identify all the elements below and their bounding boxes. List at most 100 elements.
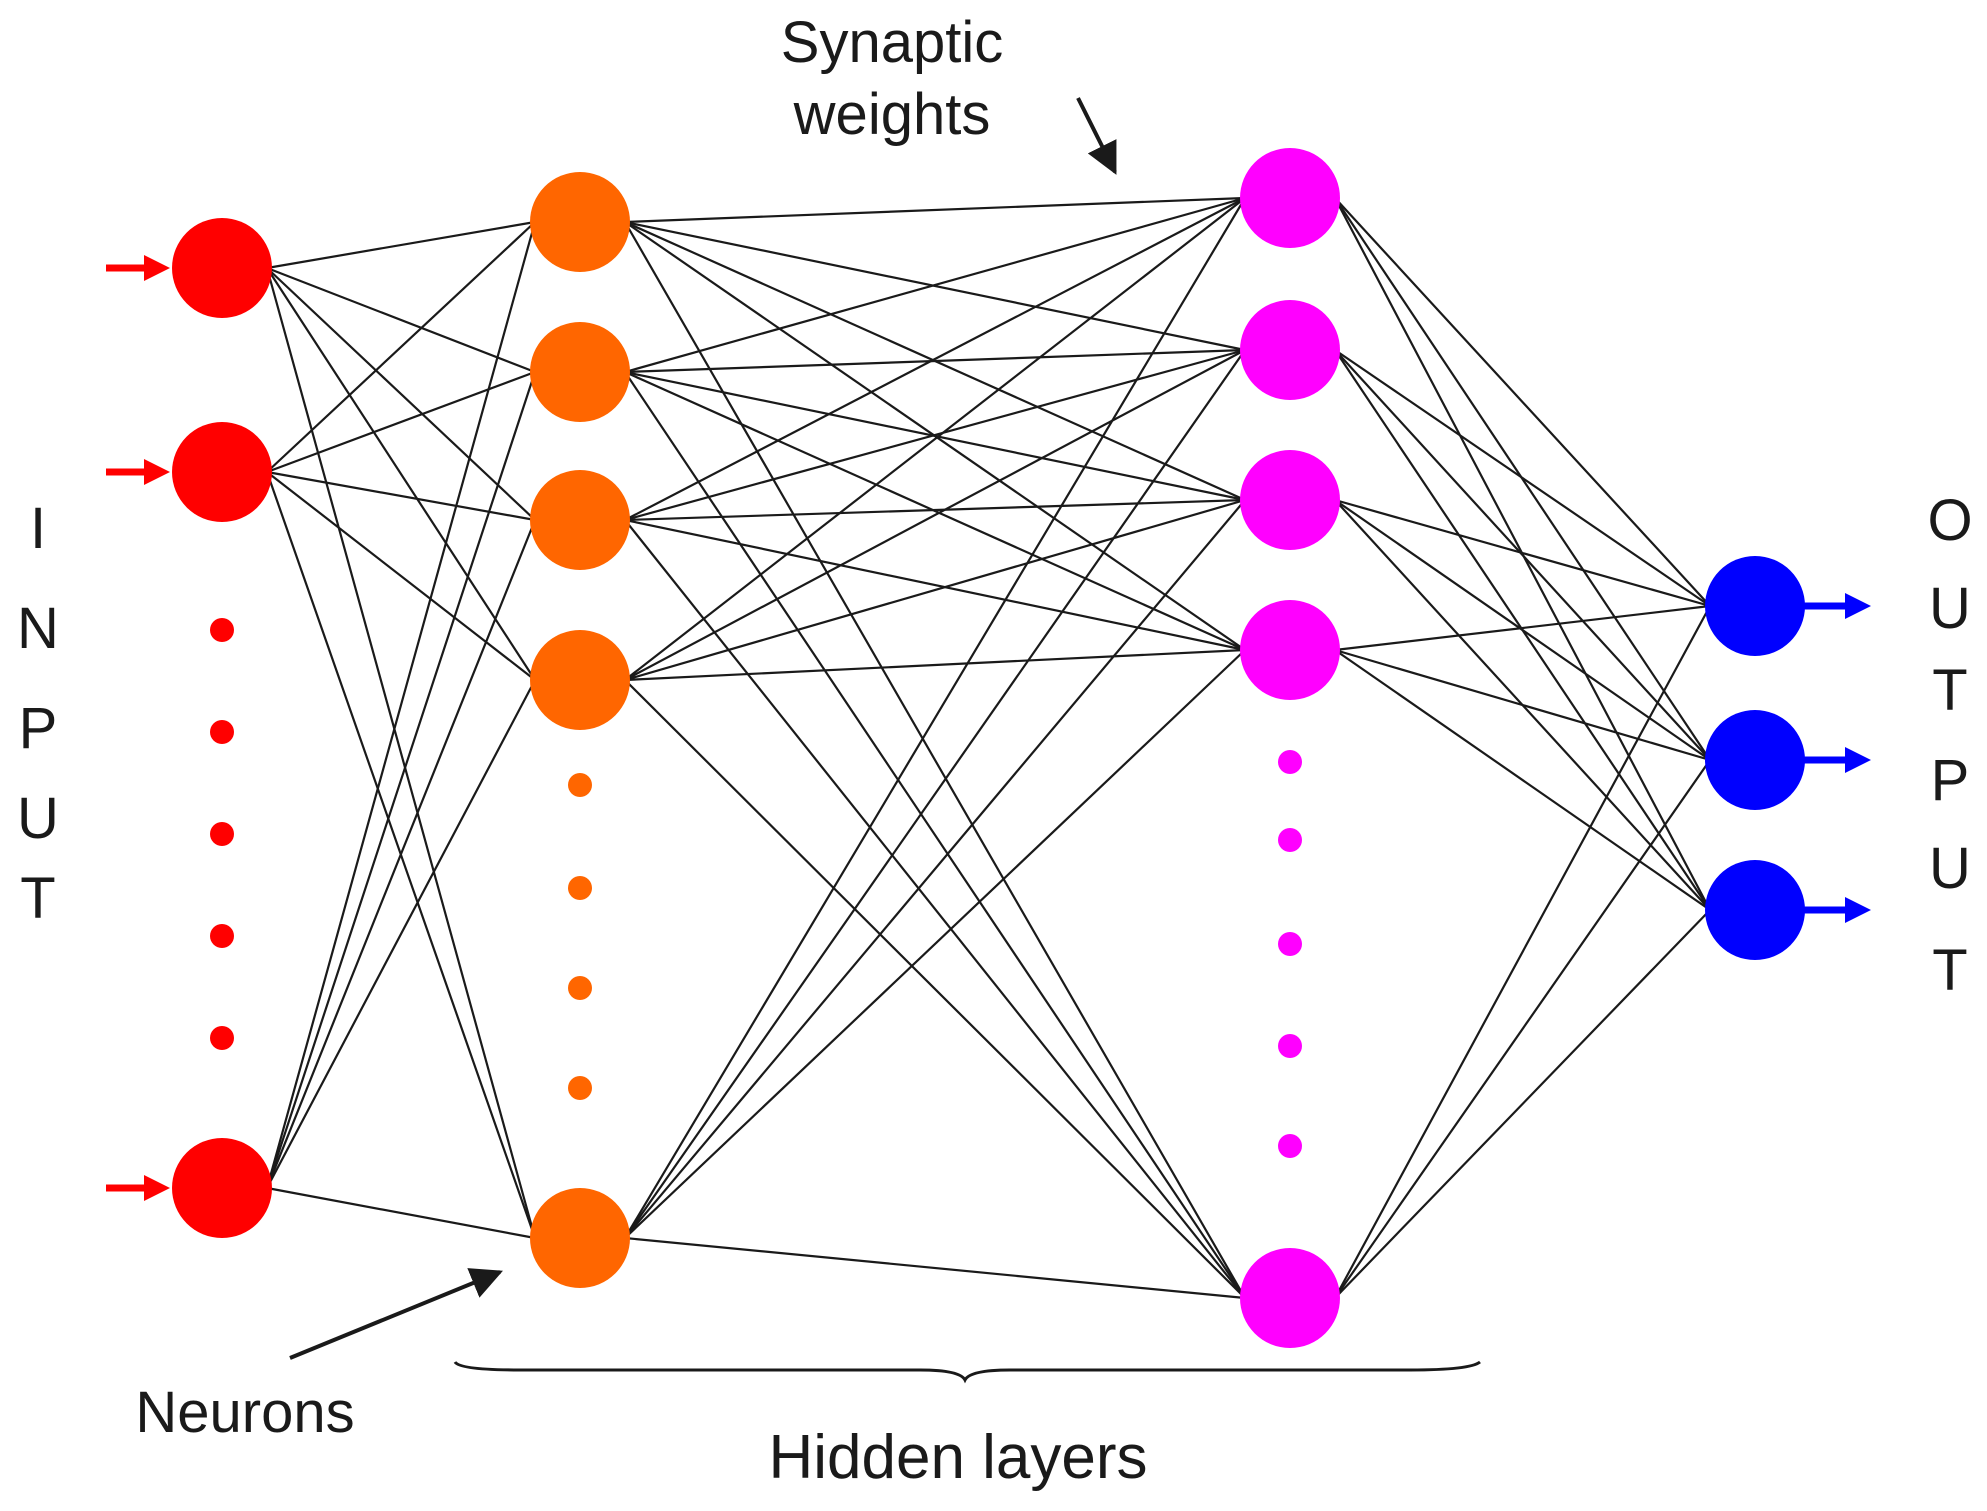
- synapse-edge: [266, 220, 536, 270]
- synapse-edge: [624, 221, 1246, 1299]
- hidden1-ellipsis-dot: [568, 1076, 592, 1100]
- input-letter: U: [17, 786, 59, 851]
- synapse-edge: [265, 221, 537, 1189]
- synapse-edge: [624, 519, 1246, 1299]
- hidden-layers-brace: [453, 1360, 1481, 1384]
- input-label: I N P U T: [17, 496, 59, 931]
- hidden1-neuron: [530, 322, 630, 422]
- synapse-edge: [624, 348, 1246, 522]
- hidden2-neuron: [1240, 148, 1340, 248]
- synapse-edge: [624, 197, 1246, 1239]
- synapse-edge: [266, 679, 536, 1189]
- synapse-edge: [266, 267, 536, 521]
- ellipsis-dots: [210, 618, 1302, 1158]
- synaptic-weights-label-line1: Synaptic: [781, 10, 1003, 75]
- input-letter: T: [20, 866, 55, 931]
- synapse-edge: [624, 649, 1246, 1239]
- hidden1-neuron: [530, 1188, 630, 1288]
- output-label: O U T P U T: [1927, 488, 1972, 1003]
- hidden-layers-label: Hidden layers: [768, 1423, 1147, 1492]
- synapse-edge: [624, 196, 1246, 224]
- synapse-edge: [266, 1186, 536, 1240]
- hidden1-neuron: [530, 630, 630, 730]
- hidden2-neuron: [1240, 1248, 1340, 1348]
- hidden2-ellipsis-dot: [1278, 828, 1302, 852]
- synapse-edge: [266, 370, 536, 474]
- synapse-edge: [624, 679, 1246, 1299]
- synapse-edge: [624, 371, 1246, 1299]
- input-arrow: [106, 459, 170, 485]
- input-ellipsis-dot: [210, 618, 234, 642]
- input-ellipsis-dot: [210, 924, 234, 948]
- hidden2-ellipsis-dot: [1278, 750, 1302, 774]
- synapse-edge: [624, 648, 1246, 682]
- hidden2-ellipsis-dot: [1278, 1134, 1302, 1158]
- input-arrow: [106, 255, 170, 281]
- input-letter: N: [17, 596, 59, 661]
- synaptic-weights-pointer-arrow: [1076, 97, 1117, 175]
- hidden2-neuron: [1240, 600, 1340, 700]
- synapse-edge: [1334, 649, 1711, 911]
- synapse-edge: [1334, 605, 1711, 1299]
- synapse-edge: [1334, 197, 1711, 607]
- synapse-edge: [1334, 499, 1711, 761]
- synapse-edge: [1334, 648, 1711, 762]
- hidden1-neuron: [530, 172, 630, 272]
- synapse-edge: [1334, 759, 1711, 1299]
- output-neuron: [1705, 556, 1805, 656]
- input-ellipsis-dot: [210, 1026, 234, 1050]
- synapse-edge: [1334, 349, 1711, 607]
- synapse-edge: [265, 519, 537, 1189]
- hidden1-neuron: [530, 470, 630, 570]
- output-letter: U: [1929, 576, 1971, 641]
- synapse-edge: [265, 371, 537, 1189]
- synapse-edge: [624, 197, 1246, 681]
- synapse-edge: [1334, 909, 1711, 1299]
- hidden1-ellipsis-dot: [568, 773, 592, 797]
- output-neuron: [1705, 860, 1805, 960]
- input-letter: I: [30, 496, 46, 561]
- synapse-edge: [265, 267, 537, 1239]
- synaptic-weights-label-line2: weights: [793, 82, 991, 147]
- input-neuron: [172, 218, 272, 318]
- synapse-edge: [624, 349, 1246, 1239]
- io-arrows: [106, 255, 1871, 1201]
- synapse-edge: [624, 518, 1246, 652]
- synapse-edge: [624, 348, 1246, 374]
- output-letter: U: [1929, 836, 1971, 901]
- synapse-edge: [266, 471, 536, 681]
- synapse-edge: [1334, 604, 1711, 652]
- input-neuron: [172, 1138, 272, 1238]
- output-arrow: [1802, 897, 1871, 923]
- input-letter: P: [19, 696, 58, 761]
- output-neuron: [1705, 710, 1805, 810]
- synapse-edge: [624, 196, 1246, 374]
- synapse-edge: [266, 470, 536, 522]
- output-letter: O: [1927, 488, 1972, 553]
- synapse-edge: [624, 349, 1246, 681]
- synapse-edge: [1334, 498, 1711, 608]
- output-arrow: [1802, 747, 1871, 773]
- hidden2-neuron: [1240, 450, 1340, 550]
- synapse-edge: [266, 266, 536, 374]
- neurons-pointer-arrow: [289, 1268, 503, 1360]
- synapse-edge: [624, 498, 1246, 682]
- hidden2-ellipsis-dot: [1278, 1034, 1302, 1058]
- hidden1-ellipsis-dot: [568, 976, 592, 1000]
- neurons-label: Neurons: [135, 1380, 354, 1445]
- synapse-edge: [266, 221, 536, 473]
- synapse-edge: [1334, 349, 1711, 761]
- hidden2-ellipsis-dot: [1278, 932, 1302, 956]
- synapse-edge: [624, 197, 1246, 521]
- input-ellipsis-dot: [210, 720, 234, 744]
- output-letter: T: [1932, 658, 1967, 723]
- synaptic-connections: [265, 196, 1711, 1300]
- output-letter: T: [1932, 938, 1967, 1003]
- input-arrow: [106, 1175, 170, 1201]
- neurons: [172, 148, 1805, 1348]
- hidden2-neuron: [1240, 300, 1340, 400]
- synapse-edge: [624, 1236, 1246, 1300]
- output-arrow: [1802, 593, 1871, 619]
- output-letter: P: [1931, 748, 1970, 813]
- hidden1-ellipsis-dot: [568, 876, 592, 900]
